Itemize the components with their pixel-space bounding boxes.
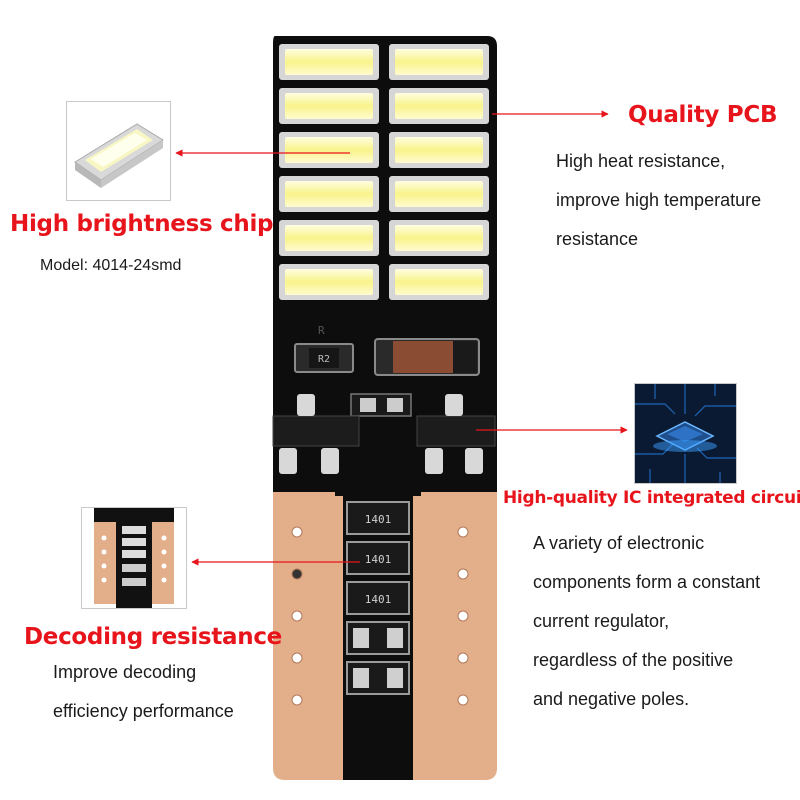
ic-line: regardless of the positive bbox=[533, 650, 734, 670]
led-chip-light bbox=[285, 49, 373, 75]
pcb-line: High heat resistance, bbox=[556, 151, 726, 171]
ic-line: components form a constant bbox=[533, 572, 761, 592]
chip-model-text: Model: 4014-24smd bbox=[40, 257, 182, 274]
led-chip-light bbox=[395, 49, 483, 75]
led-chip-light bbox=[285, 225, 373, 251]
smd-resistor bbox=[346, 581, 410, 615]
ic-description: A variety of electronic components form … bbox=[533, 524, 760, 719]
led-chip-light bbox=[285, 93, 373, 119]
ic-heading: High-quality IC integrated circuit bbox=[503, 488, 800, 508]
pcb-line: resistance bbox=[556, 229, 639, 249]
decoding-line: efficiency performance bbox=[53, 701, 234, 721]
svg-text:R: R bbox=[318, 324, 325, 337]
led-chip-light bbox=[395, 225, 483, 251]
ic-chip-icon bbox=[635, 384, 736, 483]
resistor-code: 1401 bbox=[365, 593, 392, 606]
led-chip-light bbox=[395, 137, 483, 163]
ic-line: current regulator, bbox=[533, 611, 670, 631]
smd-resistor bbox=[346, 541, 410, 575]
resistor-pad bbox=[387, 628, 403, 648]
led-chip-icon bbox=[74, 123, 164, 188]
led-chip-light bbox=[285, 181, 373, 207]
led-chip-thumbnail bbox=[66, 101, 171, 201]
led-bulb-illustration: R R2 1401 1401 1401 bbox=[272, 36, 497, 780]
resistor-code: 1401 bbox=[365, 553, 392, 566]
pcb-description: High heat resistance, improve high tempe… bbox=[556, 142, 761, 259]
chip-heading: High brightness chip bbox=[10, 211, 274, 237]
decoding-description: Improve decoding efficiency performance bbox=[53, 653, 234, 731]
ic-line: and negative poles. bbox=[533, 689, 690, 709]
ic-thumbnail bbox=[634, 383, 737, 484]
led-chip-light bbox=[285, 269, 373, 295]
ic-line: A variety of electronic bbox=[533, 533, 705, 553]
resistor-marking: R2 bbox=[318, 354, 330, 365]
smd-resistor bbox=[346, 501, 410, 535]
led-chip-light bbox=[395, 181, 483, 207]
decoding-heading: Decoding resistance bbox=[24, 624, 282, 650]
pcb-line: improve high temperature bbox=[556, 190, 762, 210]
decoding-board-icon bbox=[94, 508, 174, 608]
resistor-pad bbox=[353, 628, 369, 648]
decoding-line: Improve decoding bbox=[53, 662, 197, 682]
resistor-pad bbox=[353, 668, 369, 688]
resistor-pad bbox=[387, 668, 403, 688]
resistor-code: 1401 bbox=[365, 513, 392, 526]
led-chip-light bbox=[395, 269, 483, 295]
led-chip-light bbox=[395, 93, 483, 119]
led-chip-light bbox=[285, 137, 373, 163]
pcb-heading: Quality PCB bbox=[628, 102, 778, 128]
decoding-thumbnail bbox=[81, 507, 187, 609]
